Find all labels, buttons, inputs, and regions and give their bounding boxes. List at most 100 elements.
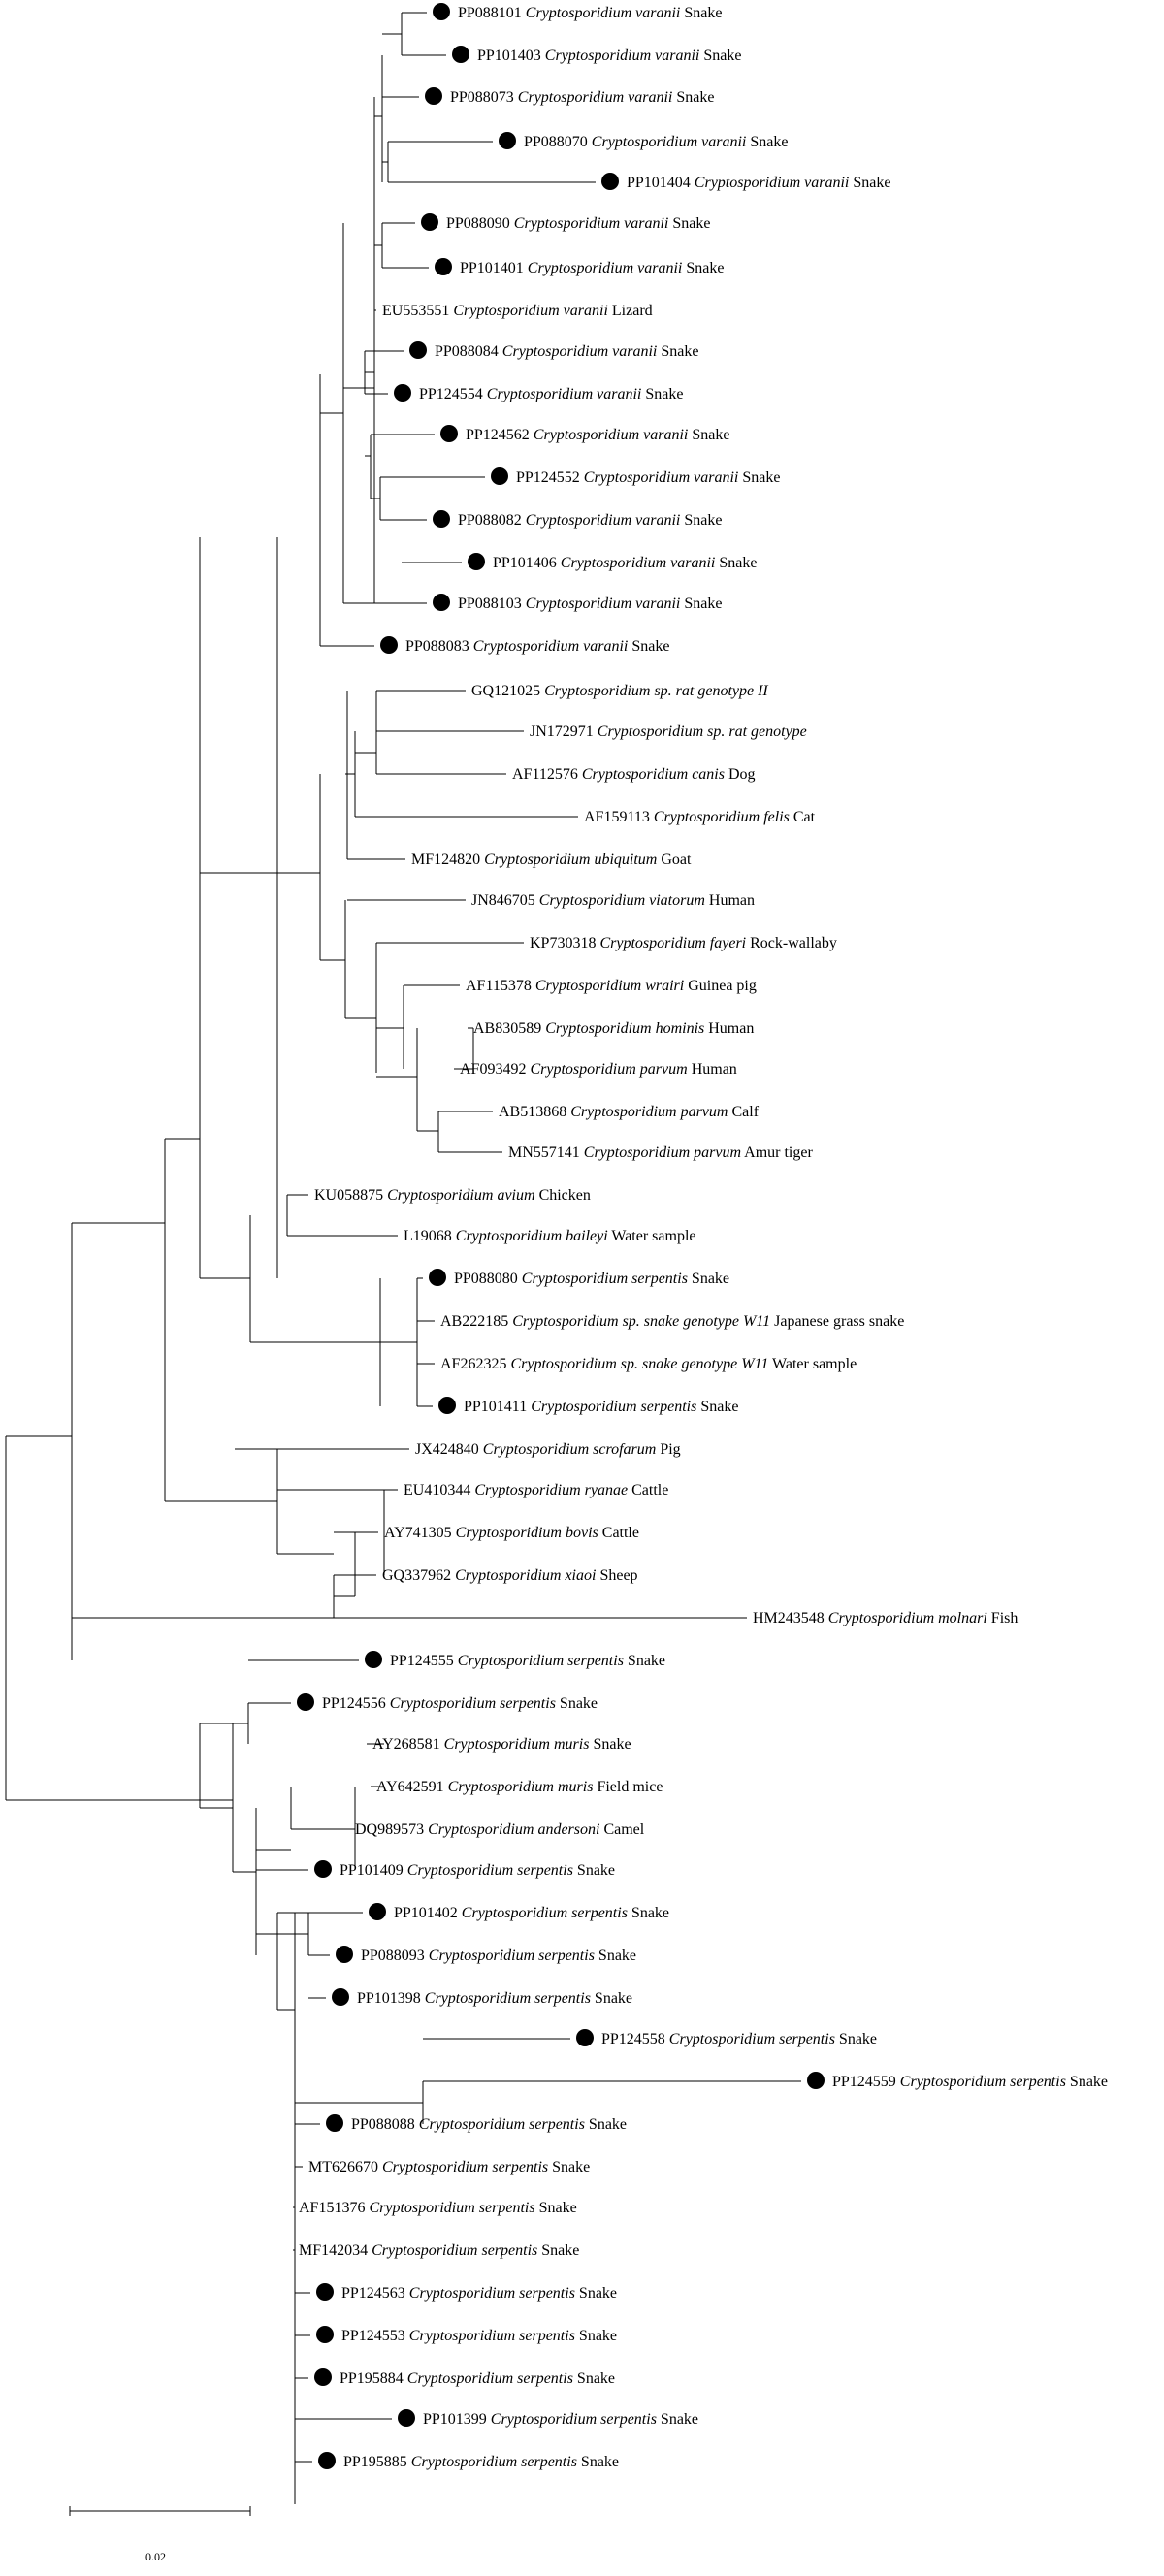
leaf-label: PP124554 Cryptosporidium varanii Snake — [419, 386, 683, 402]
leaf-label: AY642591 Cryptosporidium muris Field mic… — [376, 1779, 663, 1795]
leaf-host: Human — [704, 1020, 754, 1037]
leaf-label: EU410344 Cryptosporidium ryanae Cattle — [404, 1482, 668, 1498]
leaf-accession: PP101406 — [493, 555, 561, 571]
leaf-accession: PP088073 — [450, 89, 518, 106]
leaf-species: Cryptosporidium serpentis — [390, 1695, 556, 1712]
leaf-accession: PP124559 — [832, 2074, 900, 2090]
leaf-pp101406: PP101406 Cryptosporidium varanii Snake — [468, 553, 757, 571]
sample-marker-dot — [326, 2114, 343, 2132]
leaf-pp088084: PP088084 Cryptosporidium varanii Snake — [409, 341, 698, 360]
leaf-pp101411: PP101411 Cryptosporidium serpentis Snake — [438, 1397, 738, 1415]
leaf-species: Cryptosporidium serpentis — [372, 2242, 537, 2259]
leaf-pp088101: PP088101 Cryptosporidium varanii Snake — [433, 3, 722, 21]
sample-marker-dot — [438, 1397, 456, 1414]
leaf-host: Snake — [746, 134, 788, 150]
leaf-accession: PP088093 — [361, 1948, 429, 1964]
leaf-accession: MN557141 — [508, 1144, 584, 1161]
leaf-accession: L19068 — [404, 1228, 456, 1244]
leaf-label: JN172971 Cryptosporidium sp. rat genotyp… — [530, 724, 807, 740]
leaf-pp088073: PP088073 Cryptosporidium varanii Snake — [425, 87, 714, 106]
leaf-species: Cryptosporidium serpentis — [407, 1862, 573, 1879]
leaf-accession: AB830589 — [473, 1020, 545, 1037]
leaf-host: Snake — [688, 1271, 729, 1287]
leaf-label: AF151376 Cryptosporidium serpentis Snake — [299, 2200, 577, 2216]
leaf-accession: AF262325 — [440, 1356, 510, 1372]
leaf-host: Snake — [641, 386, 683, 402]
leaf-accession: PP088090 — [446, 215, 514, 232]
leaf-species: Cryptosporidium serpentis — [382, 2159, 548, 2175]
leaf-ay642591: AY642591 Cryptosporidium muris Field mic… — [376, 1779, 663, 1795]
leaf-host: Human — [688, 1061, 737, 1078]
leaf-label: MN557141 Cryptosporidium parvum Amur tig… — [508, 1144, 813, 1161]
leaf-label: PP124555 Cryptosporidium serpentis Snake — [390, 1653, 665, 1669]
leaf-mf142034: MF142034 Cryptosporidium serpentis Snake — [299, 2242, 579, 2259]
leaf-species: Cryptosporidium varanii — [487, 386, 642, 402]
leaf-species: Cryptosporidium xiaoi — [455, 1567, 596, 1584]
sample-marker-dot — [421, 213, 438, 231]
tree-branches — [5, 12, 801, 2504]
leaf-pp101403: PP101403 Cryptosporidium varanii Snake — [452, 46, 741, 64]
leaf-species: Cryptosporidium varanii — [526, 596, 681, 612]
leaf-accession: GQ121025 — [471, 683, 544, 699]
sample-marker-dot — [318, 2452, 336, 2469]
leaf-species: Cryptosporidium andersoni — [428, 1821, 599, 1838]
leaf-species: Cryptosporidium muris — [448, 1779, 594, 1795]
leaf-accession: PP124554 — [419, 386, 487, 402]
leaf-pp124552: PP124552 Cryptosporidium varanii Snake — [491, 467, 780, 486]
leaf-host: Fish — [987, 1610, 1018, 1626]
leaf-accession: AY642591 — [376, 1779, 448, 1795]
leaf-label: AF159113 Cryptosporidium felis Cat — [584, 809, 816, 825]
leaf-accession: PP195885 — [343, 2454, 411, 2470]
leaf-accession: JN172971 — [530, 724, 598, 740]
leaf-af112576: AF112576 Cryptosporidium canis Dog — [512, 766, 756, 783]
leaf-label: PP124556 Cryptosporidium serpentis Snake — [322, 1695, 598, 1712]
leaf-species: Cryptosporidium sp. snake genotype W11 — [510, 1356, 768, 1372]
leaf-pp195884: PP195884 Cryptosporidium serpentis Snake — [314, 2368, 615, 2387]
leaf-host: Camel — [599, 1821, 644, 1838]
leaf-accession: MF142034 — [299, 2242, 372, 2259]
leaf-species: Cryptosporidium serpentis — [419, 2116, 585, 2133]
leaf-host: Snake — [849, 175, 890, 191]
scale-bar-label: 0.02 — [146, 2550, 166, 2563]
leaf-label: EU553551 Cryptosporidium varanii Lizard — [382, 303, 653, 319]
leaf-pp088082: PP088082 Cryptosporidium varanii Snake — [433, 510, 722, 529]
sample-marker-dot — [468, 553, 485, 570]
leaf-label: PP101401 Cryptosporidium varanii Snake — [460, 260, 724, 276]
sample-marker-dot — [365, 1651, 382, 1668]
leaf-pp124558: PP124558 Cryptosporidium serpentis Snake — [576, 2029, 877, 2047]
leaf-jn172971: JN172971 Cryptosporidium sp. rat genotyp… — [530, 724, 807, 740]
leaf-species: Cryptosporidium sp. rat genotype — [598, 724, 807, 740]
leaf-accession: JN846705 — [471, 892, 539, 909]
leaf-pp124555: PP124555 Cryptosporidium serpentis Snake — [365, 1651, 665, 1669]
sample-marker-dot — [297, 1693, 314, 1711]
leaf-accession: PP088101 — [458, 5, 526, 21]
leaf-species: Cryptosporidium serpentis — [900, 2074, 1066, 2090]
leaf-host: Snake — [688, 427, 729, 443]
leaf-mf124820: MF124820 Cryptosporidium ubiquitum Goat — [411, 852, 692, 868]
leaf-accession: PP124563 — [341, 2285, 409, 2302]
leaf-host: Snake — [573, 1862, 615, 1879]
leaf-host: Cat — [790, 809, 816, 825]
leaf-accession: PP101409 — [340, 1862, 407, 1879]
leaf-accession: KP730318 — [530, 935, 599, 951]
leaf-host: Snake — [535, 2200, 577, 2216]
leaf-accession: AF115378 — [466, 978, 535, 994]
leaf-accession: PP101402 — [394, 1905, 462, 1921]
leaf-host: Snake — [1066, 2074, 1108, 2090]
leaf-accession: PP124552 — [516, 469, 584, 486]
leaf-species: Cryptosporidium varanii — [518, 89, 673, 106]
leaf-species: Cryptosporidium varanii — [528, 260, 683, 276]
leaf-label: PP088093 Cryptosporidium serpentis Snake — [361, 1948, 636, 1964]
sample-marker-dot — [314, 1860, 332, 1878]
sample-marker-dot — [440, 425, 458, 442]
leaf-pp088080: PP088080 Cryptosporidium serpentis Snake — [429, 1269, 729, 1287]
leaf-pp088070: PP088070 Cryptosporidium varanii Snake — [499, 132, 788, 150]
leaf-species: Cryptosporidium parvum — [570, 1104, 728, 1120]
leaf-label: KP730318 Cryptosporidium fayeri Rock-wal… — [530, 935, 837, 951]
leaf-af093492: AF093492 Cryptosporidium parvum Human — [460, 1061, 737, 1078]
leaf-accession: PP088084 — [435, 343, 502, 360]
leaf-host: Snake — [575, 2328, 617, 2344]
leaf-species: Cryptosporidium parvum — [530, 1061, 687, 1078]
leaf-host: Dog — [725, 766, 756, 783]
leaf-eu553551: EU553551 Cryptosporidium varanii Lizard — [382, 303, 653, 319]
